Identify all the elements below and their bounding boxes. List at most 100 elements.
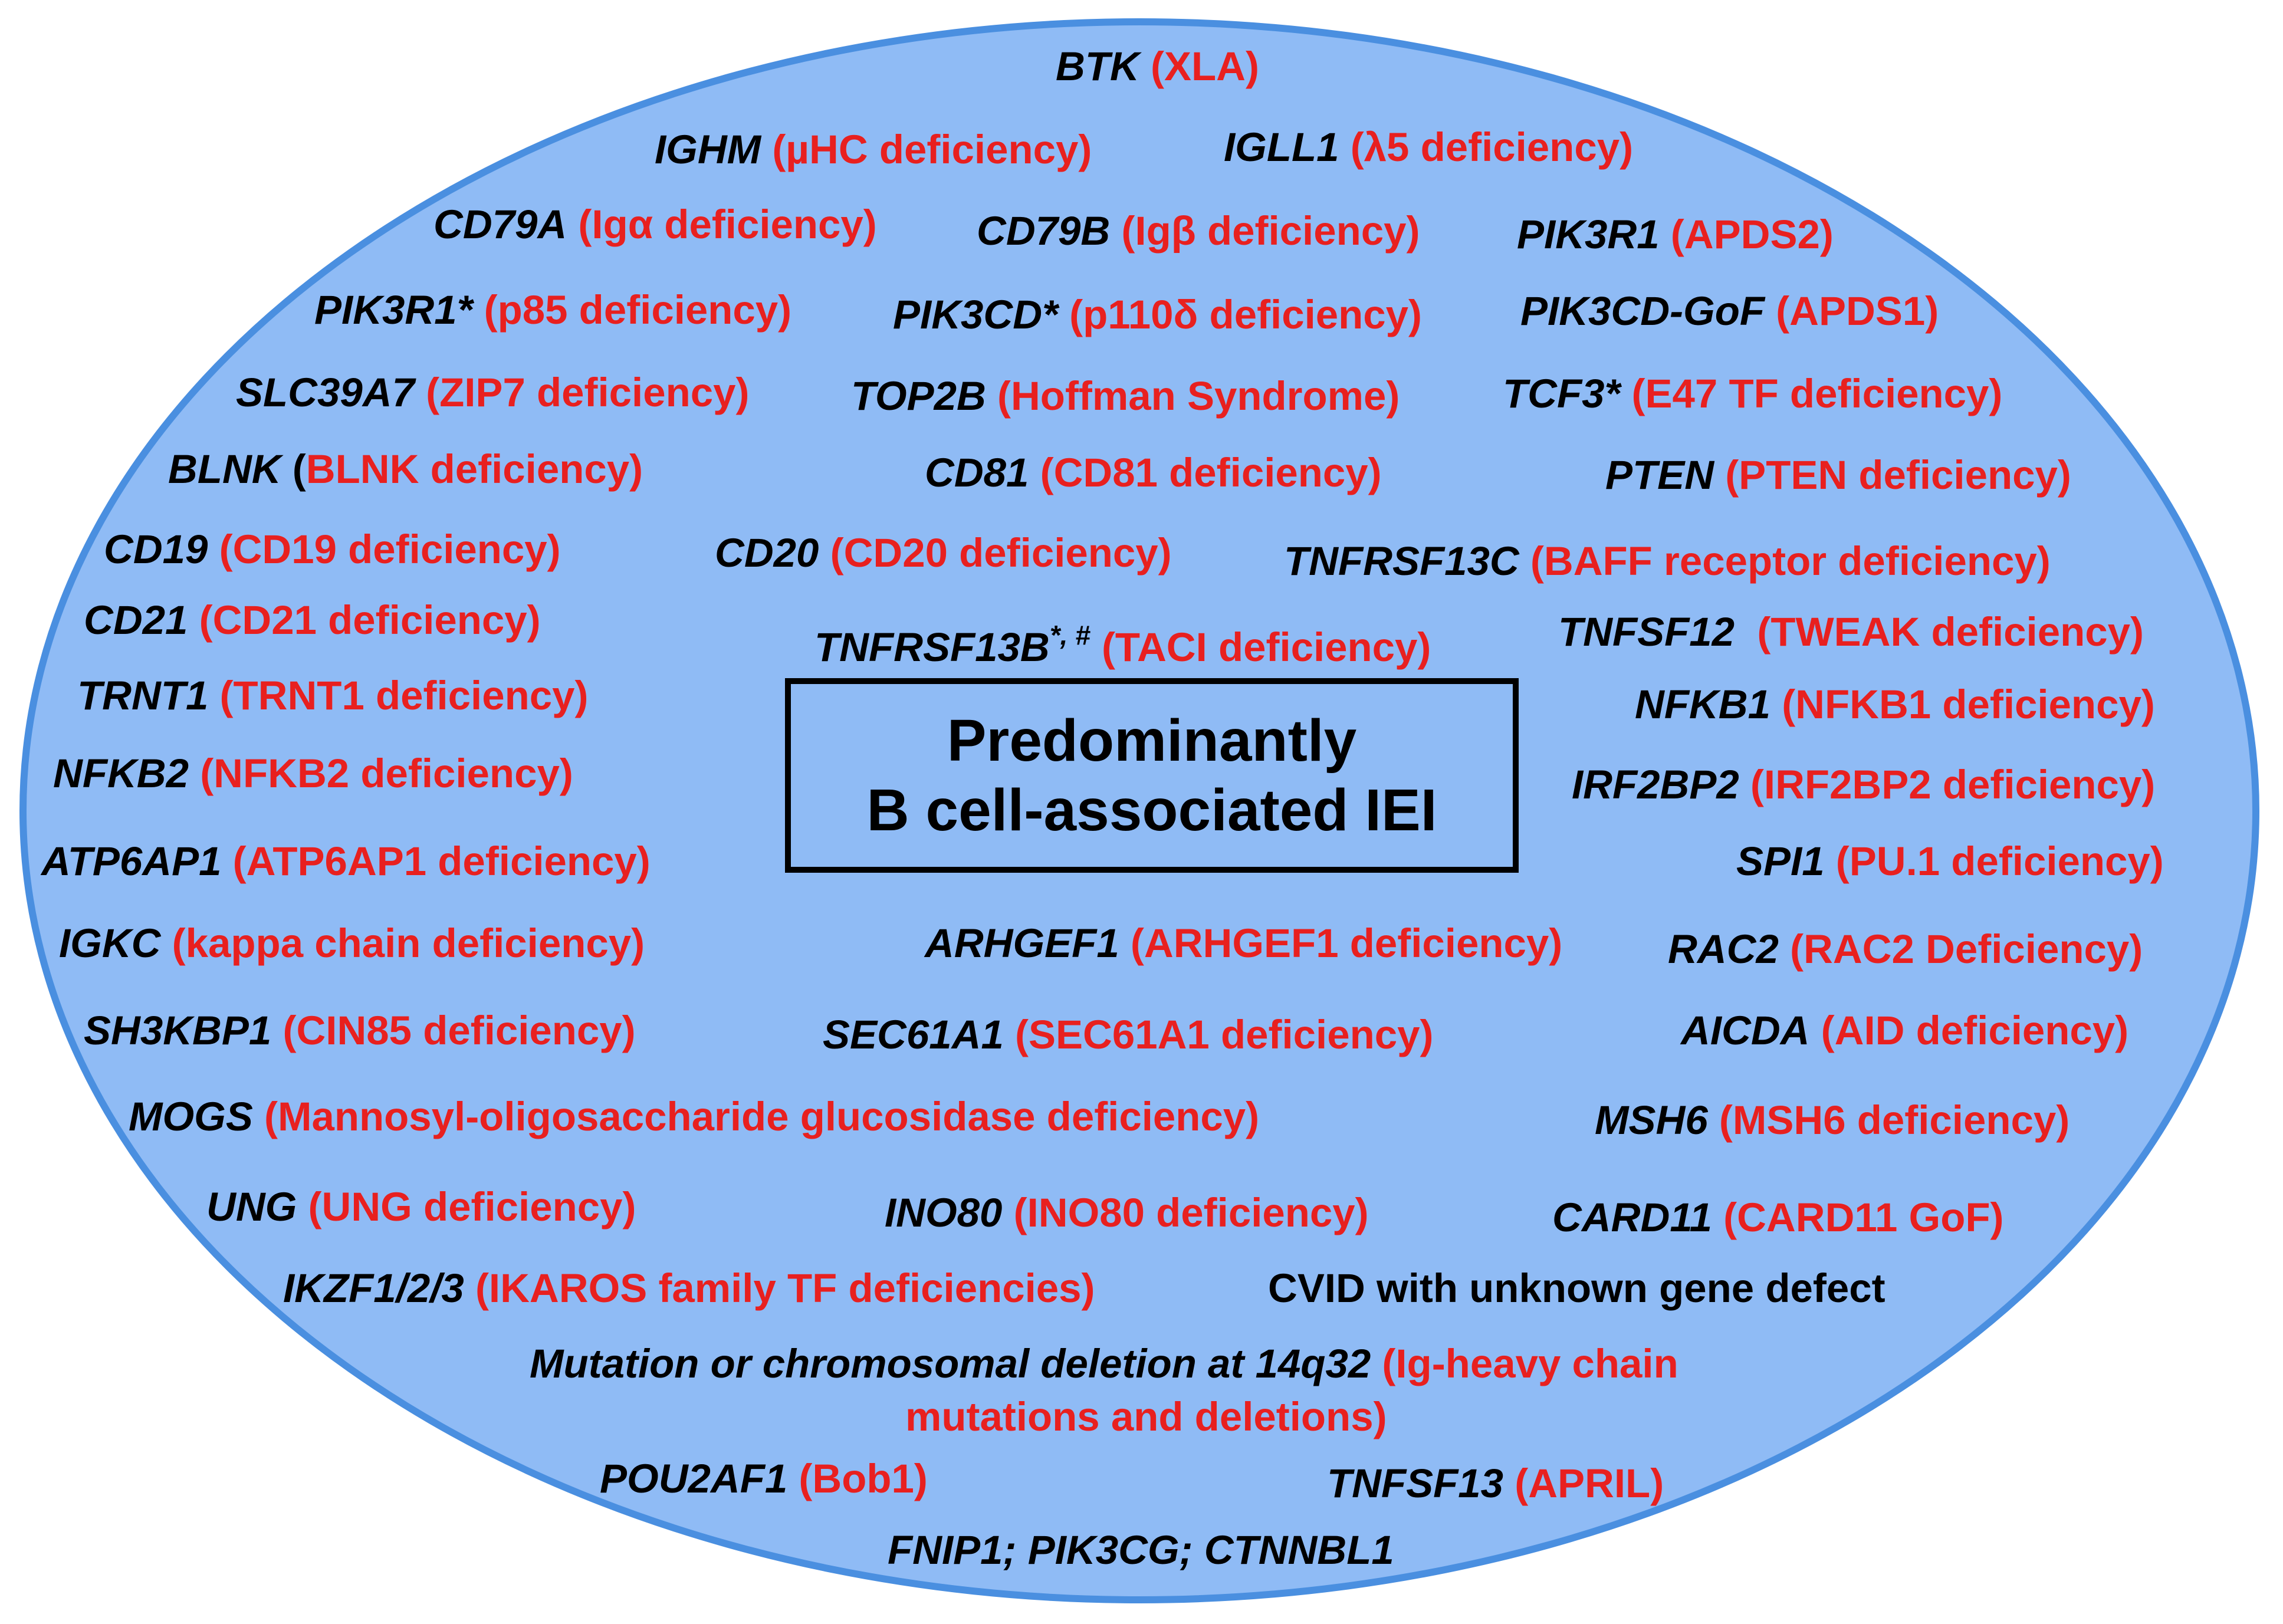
entry-top2b: TOP2B (Hoffman Syndrome)	[851, 376, 1400, 416]
entry-cvid: CVID with unknown gene defect	[1268, 1268, 1885, 1309]
entry-pten: PTEN (PTEN deficiency)	[1605, 455, 2071, 495]
entry-aicda: AICDA (AID deficiency)	[1681, 1010, 2128, 1051]
disease-name: (IKAROS family TF deficiencies)	[475, 1265, 1095, 1311]
gene-name: NFKB2	[53, 751, 189, 796]
gene-name: CARD11	[1552, 1195, 1712, 1240]
entry-cd20: CD20 (CD20 deficiency)	[715, 532, 1172, 573]
entry-mogs: MOGS (Mannosyl-oligosaccharide glucosida…	[129, 1096, 1259, 1137]
gene-name: CD81	[925, 450, 1029, 495]
gene-name: SPI1	[1736, 839, 1825, 884]
gene-name: CD21	[84, 597, 188, 643]
gene-name: TNFSF12	[1558, 609, 1735, 655]
entry-ikzf: IKZF1/2/3 (IKAROS family TF deficiencies…	[283, 1268, 1095, 1309]
gene-name: MSH6	[1595, 1097, 1708, 1143]
entry-irf2bp2: IRF2BP2 (IRF2BP2 deficiency)	[1572, 764, 2155, 805]
disease-name: (kappa chain deficiency)	[172, 921, 645, 966]
entry-cd81: CD81 (CD81 deficiency)	[925, 452, 1382, 493]
entry-tcf3: TCF3* (E47 TF deficiency)	[1503, 373, 2002, 414]
entry-nfkb2: NFKB2 (NFKB2 deficiency)	[53, 753, 573, 794]
gene-name: PIK3R1	[1517, 212, 1660, 257]
gene-name: ARHGEF1	[925, 921, 1119, 966]
disease-name: (IRF2BP2 deficiency)	[1750, 762, 2156, 807]
gene-name: CD79A	[433, 202, 567, 247]
entry-pik3cd-gof: PIK3CD-GoF (APDS1)	[1520, 291, 1939, 331]
disease-name: (CD19 deficiency)	[219, 527, 561, 572]
entry-tnfrsf13b: TNFRSF13B*, # (TACI deficiency)	[814, 622, 1431, 670]
disease-name: (Mannosyl-oligosaccharide glucosidase de…	[264, 1094, 1260, 1139]
gene-name: IRF2BP2	[1572, 762, 1739, 807]
gene-name: TNFRSF13B	[814, 624, 1050, 670]
disease-name: (CD20 deficiency)	[830, 530, 1172, 576]
entry-trnt1: TRNT1 (TRNT1 deficiency)	[77, 675, 588, 716]
entry-mut14q32: Mutation or chromosomal deletion at 14q3…	[530, 1343, 1678, 1384]
gene-name: RAC2	[1668, 926, 1779, 972]
disease-name: (APDS1)	[1776, 288, 1939, 334]
gene-name: TNFSF13	[1327, 1461, 1504, 1506]
disease-name: (CD81 deficiency)	[1040, 450, 1382, 495]
disease-name: (TWEAK deficiency)	[1757, 609, 2144, 655]
entry-tnfsf13: TNFSF13 (APRIL)	[1327, 1463, 1664, 1504]
disease-name: (APRIL)	[1515, 1461, 1664, 1506]
gene-name: PIK3CD*	[893, 292, 1058, 337]
entry-ino80: INO80 (INO80 deficiency)	[885, 1192, 1369, 1233]
disease-name: (E47 TF deficiency)	[1631, 371, 2003, 416]
disease-name: (BAFF receptor deficiency)	[1530, 538, 2051, 584]
disease-name: (p85 deficiency)	[484, 287, 792, 333]
disease-name: (Ig-heavy chain	[1382, 1341, 1678, 1386]
disease-name: (XLA)	[1150, 44, 1259, 89]
disease-name: (TRNT1 deficiency)	[219, 673, 589, 718]
entry-card11: CARD11 (CARD11 GoF)	[1552, 1197, 2003, 1238]
gene-name: SEC61A1	[823, 1012, 1004, 1057]
center-title-line1: Predominantly	[947, 708, 1357, 774]
gene-name: FNIP1; PIK3CG; CTNNBL1	[888, 1527, 1394, 1573]
gene-name: NFKB1	[1635, 682, 1771, 727]
entry-spi1: SPI1 (PU.1 deficiency)	[1736, 841, 2164, 882]
center-title-line2: B cell-associated IEI	[866, 777, 1437, 843]
gene-name: AICDA	[1681, 1008, 1810, 1053]
disease-name: (Igβ deficiency)	[1121, 208, 1420, 254]
entry-pou2af1: POU2AF1 (Bob1)	[600, 1458, 928, 1499]
entry-ighm: IGHM (µHC deficiency)	[655, 129, 1092, 170]
entry-nfkb1: NFKB1 (NFKB1 deficiency)	[1635, 684, 2155, 725]
entry-cd21: CD21 (CD21 deficiency)	[84, 600, 541, 640]
entry-btk: BTK (XLA)	[1056, 46, 1259, 87]
disease-name: (NFKB1 deficiency)	[1782, 682, 2155, 727]
gene-name: BTK	[1056, 44, 1139, 89]
disease-name: (MSH6 deficiency)	[1719, 1097, 2070, 1143]
entry-blnk: BLNK (BLNK deficiency)	[168, 446, 643, 492]
gene-name: Mutation or chromosomal deletion at 14q3…	[530, 1341, 1371, 1386]
gene-name: IGLL1	[1224, 124, 1339, 170]
gene-name: ATP6AP1	[41, 839, 222, 884]
disease-name: (APDS2)	[1670, 212, 1834, 257]
gene-name: CD20	[715, 530, 819, 576]
entry-slc39a7: SLC39A7 (ZIP7 deficiency)	[236, 372, 749, 413]
gene-name: IKZF1/2/3	[283, 1265, 464, 1311]
gene-name: PTEN	[1605, 452, 1714, 498]
gene-name: BLNK	[168, 446, 281, 492]
disease-name: (Hoffman Syndrome)	[997, 373, 1400, 419]
disease-name: (AID deficiency)	[1821, 1008, 2129, 1053]
entry-pik3cd: PIK3CD* (p110δ deficiency)	[893, 294, 1422, 335]
entry-fnip1: FNIP1; PIK3CG; CTNNBL1	[888, 1530, 1394, 1570]
entry-tnfsf12: TNFSF12 (TWEAK deficiency)	[1558, 612, 2144, 652]
gene-name: SH3KBP1	[84, 1008, 272, 1053]
disease-name: (CD21 deficiency)	[199, 597, 541, 643]
gene-name: CD79B	[977, 208, 1111, 254]
disease-name: (PU.1 deficiency)	[1835, 839, 2164, 884]
gene-name: IGKC	[59, 921, 161, 966]
entry-cd19: CD19 (CD19 deficiency)	[104, 529, 561, 570]
disease-name-line2: mutations and deletions)	[905, 1394, 1387, 1439]
entry-arhgef1: ARHGEF1 (ARHGEF1 deficiency)	[925, 923, 1562, 964]
entry-cd79b: CD79B (Igβ deficiency)	[977, 211, 1420, 251]
entry-atp6ap1: ATP6AP1 (ATP6AP1 deficiency)	[41, 841, 651, 882]
entry-pik3r1-p85: PIK3R1* (p85 deficiency)	[314, 290, 791, 330]
entry-ung: UNG (UNG deficiency)	[206, 1186, 636, 1227]
gene-name: CD19	[104, 527, 208, 572]
gene-name: TOP2B	[851, 373, 986, 419]
disease-name: (Igα deficiency)	[578, 202, 877, 247]
gene-name: TNFRSF13C	[1284, 538, 1519, 584]
disease-name: (p110δ deficiency)	[1069, 292, 1423, 337]
disease-name: (CARD11 GoF)	[1723, 1195, 2004, 1240]
entry-sh3kbp1: SH3KBP1 (CIN85 deficiency)	[84, 1010, 636, 1051]
